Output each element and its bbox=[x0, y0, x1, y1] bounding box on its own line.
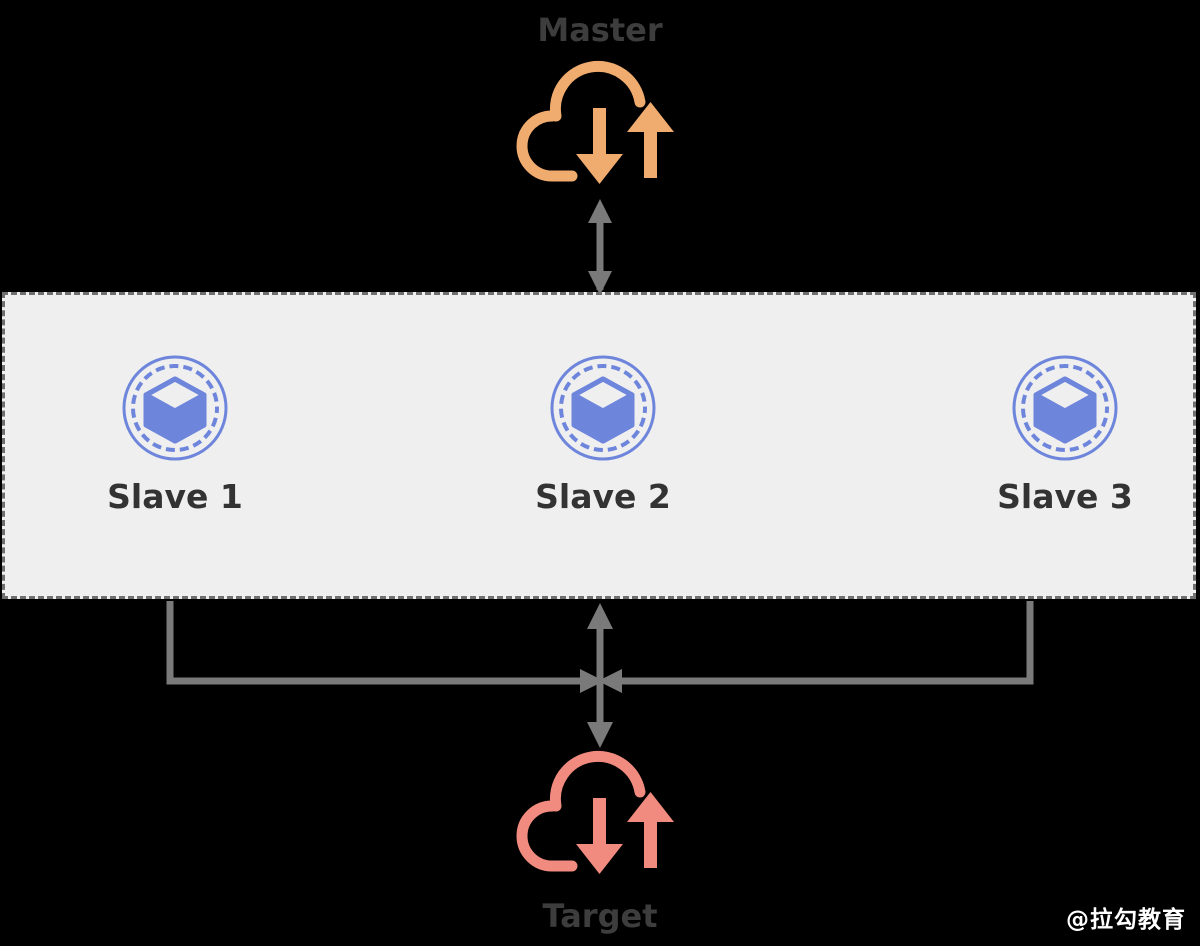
connector-cluster-target bbox=[587, 603, 613, 748]
slave-3-label: Slave 3 bbox=[997, 477, 1133, 516]
slave-3-icon-wrap bbox=[945, 353, 1185, 463]
watermark: @拉勾教育 bbox=[1066, 907, 1186, 933]
master-node[interactable]: Master bbox=[470, 8, 730, 208]
cloud-sync-icon bbox=[516, 60, 674, 184]
master-label: Master bbox=[537, 11, 663, 49]
target-label: Target bbox=[542, 897, 658, 935]
slave-1-label: Slave 1 bbox=[107, 477, 243, 516]
target-cloud-icon-wrap bbox=[470, 748, 730, 888]
master-cloud-icon-wrap bbox=[470, 58, 730, 198]
cube-node-icon bbox=[122, 355, 228, 461]
slave-2-icon-wrap bbox=[483, 353, 723, 463]
connector-cluster-bus bbox=[166, 601, 1034, 693]
slave-node-1[interactable]: Slave 1 bbox=[55, 353, 295, 517]
slave-node-3[interactable]: Slave 3 bbox=[945, 353, 1185, 517]
slave-cluster-box: Slave 1 Slave 2 bbox=[2, 292, 1196, 599]
slave-node-2[interactable]: Slave 2 bbox=[483, 353, 723, 517]
connector-master-cluster bbox=[588, 199, 612, 295]
cloud-sync-icon bbox=[516, 750, 674, 874]
slave-1-icon-wrap bbox=[55, 353, 295, 463]
slave-2-label: Slave 2 bbox=[535, 477, 671, 516]
cube-node-icon bbox=[1012, 355, 1118, 461]
target-node[interactable]: Target bbox=[470, 742, 730, 935]
cube-node-icon bbox=[550, 355, 656, 461]
